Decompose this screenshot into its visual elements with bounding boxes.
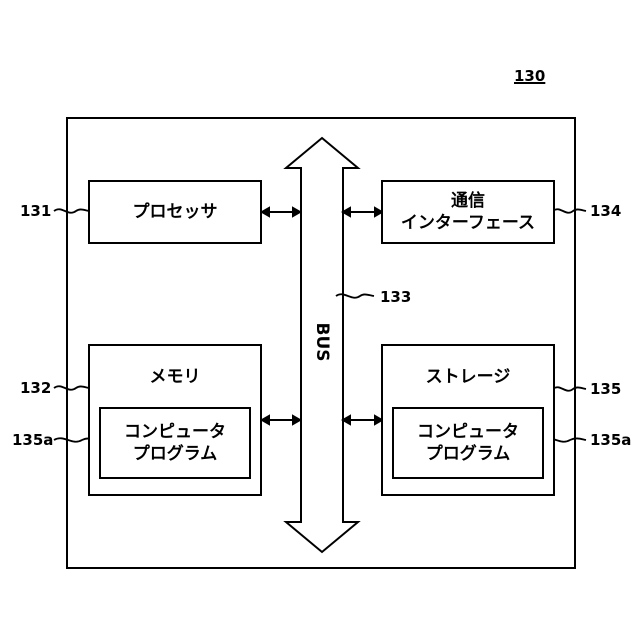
comm-interface-label: 通信 インターフェース	[383, 190, 553, 234]
figure-ref-label: 130	[514, 67, 545, 85]
storage-program-box: コンピュータ プログラム	[392, 407, 544, 479]
bus-ref-label: 133	[380, 288, 411, 306]
leader-131	[54, 209, 89, 212]
processor-label: プロセッサ	[90, 201, 260, 223]
storage-box: ストレージ コンピュータ プログラム	[381, 344, 555, 496]
leader-135	[553, 387, 586, 390]
storage-program-label: コンピュータ プログラム	[394, 421, 542, 465]
comm-interface-ref-label: 134	[590, 202, 621, 220]
bus-label: BUS	[312, 322, 332, 361]
leader-132	[54, 386, 89, 389]
storage-ref-label: 135	[590, 380, 621, 398]
memory-program-ref-label: 135a	[12, 431, 53, 449]
storage-program-ref-label: 135a	[590, 431, 631, 449]
processor-box: プロセッサ	[88, 180, 262, 244]
comm-interface-box: 通信 インターフェース	[381, 180, 555, 244]
leader-134	[553, 209, 586, 212]
memory-box: メモリ コンピュータ プログラム	[88, 344, 262, 496]
memory-program-label: コンピュータ プログラム	[101, 421, 249, 465]
memory-program-box: コンピュータ プログラム	[99, 407, 251, 479]
storage-label: ストレージ	[383, 366, 553, 388]
memory-label: メモリ	[90, 366, 260, 388]
memory-ref-label: 132	[20, 379, 51, 397]
processor-ref-label: 131	[20, 202, 51, 220]
